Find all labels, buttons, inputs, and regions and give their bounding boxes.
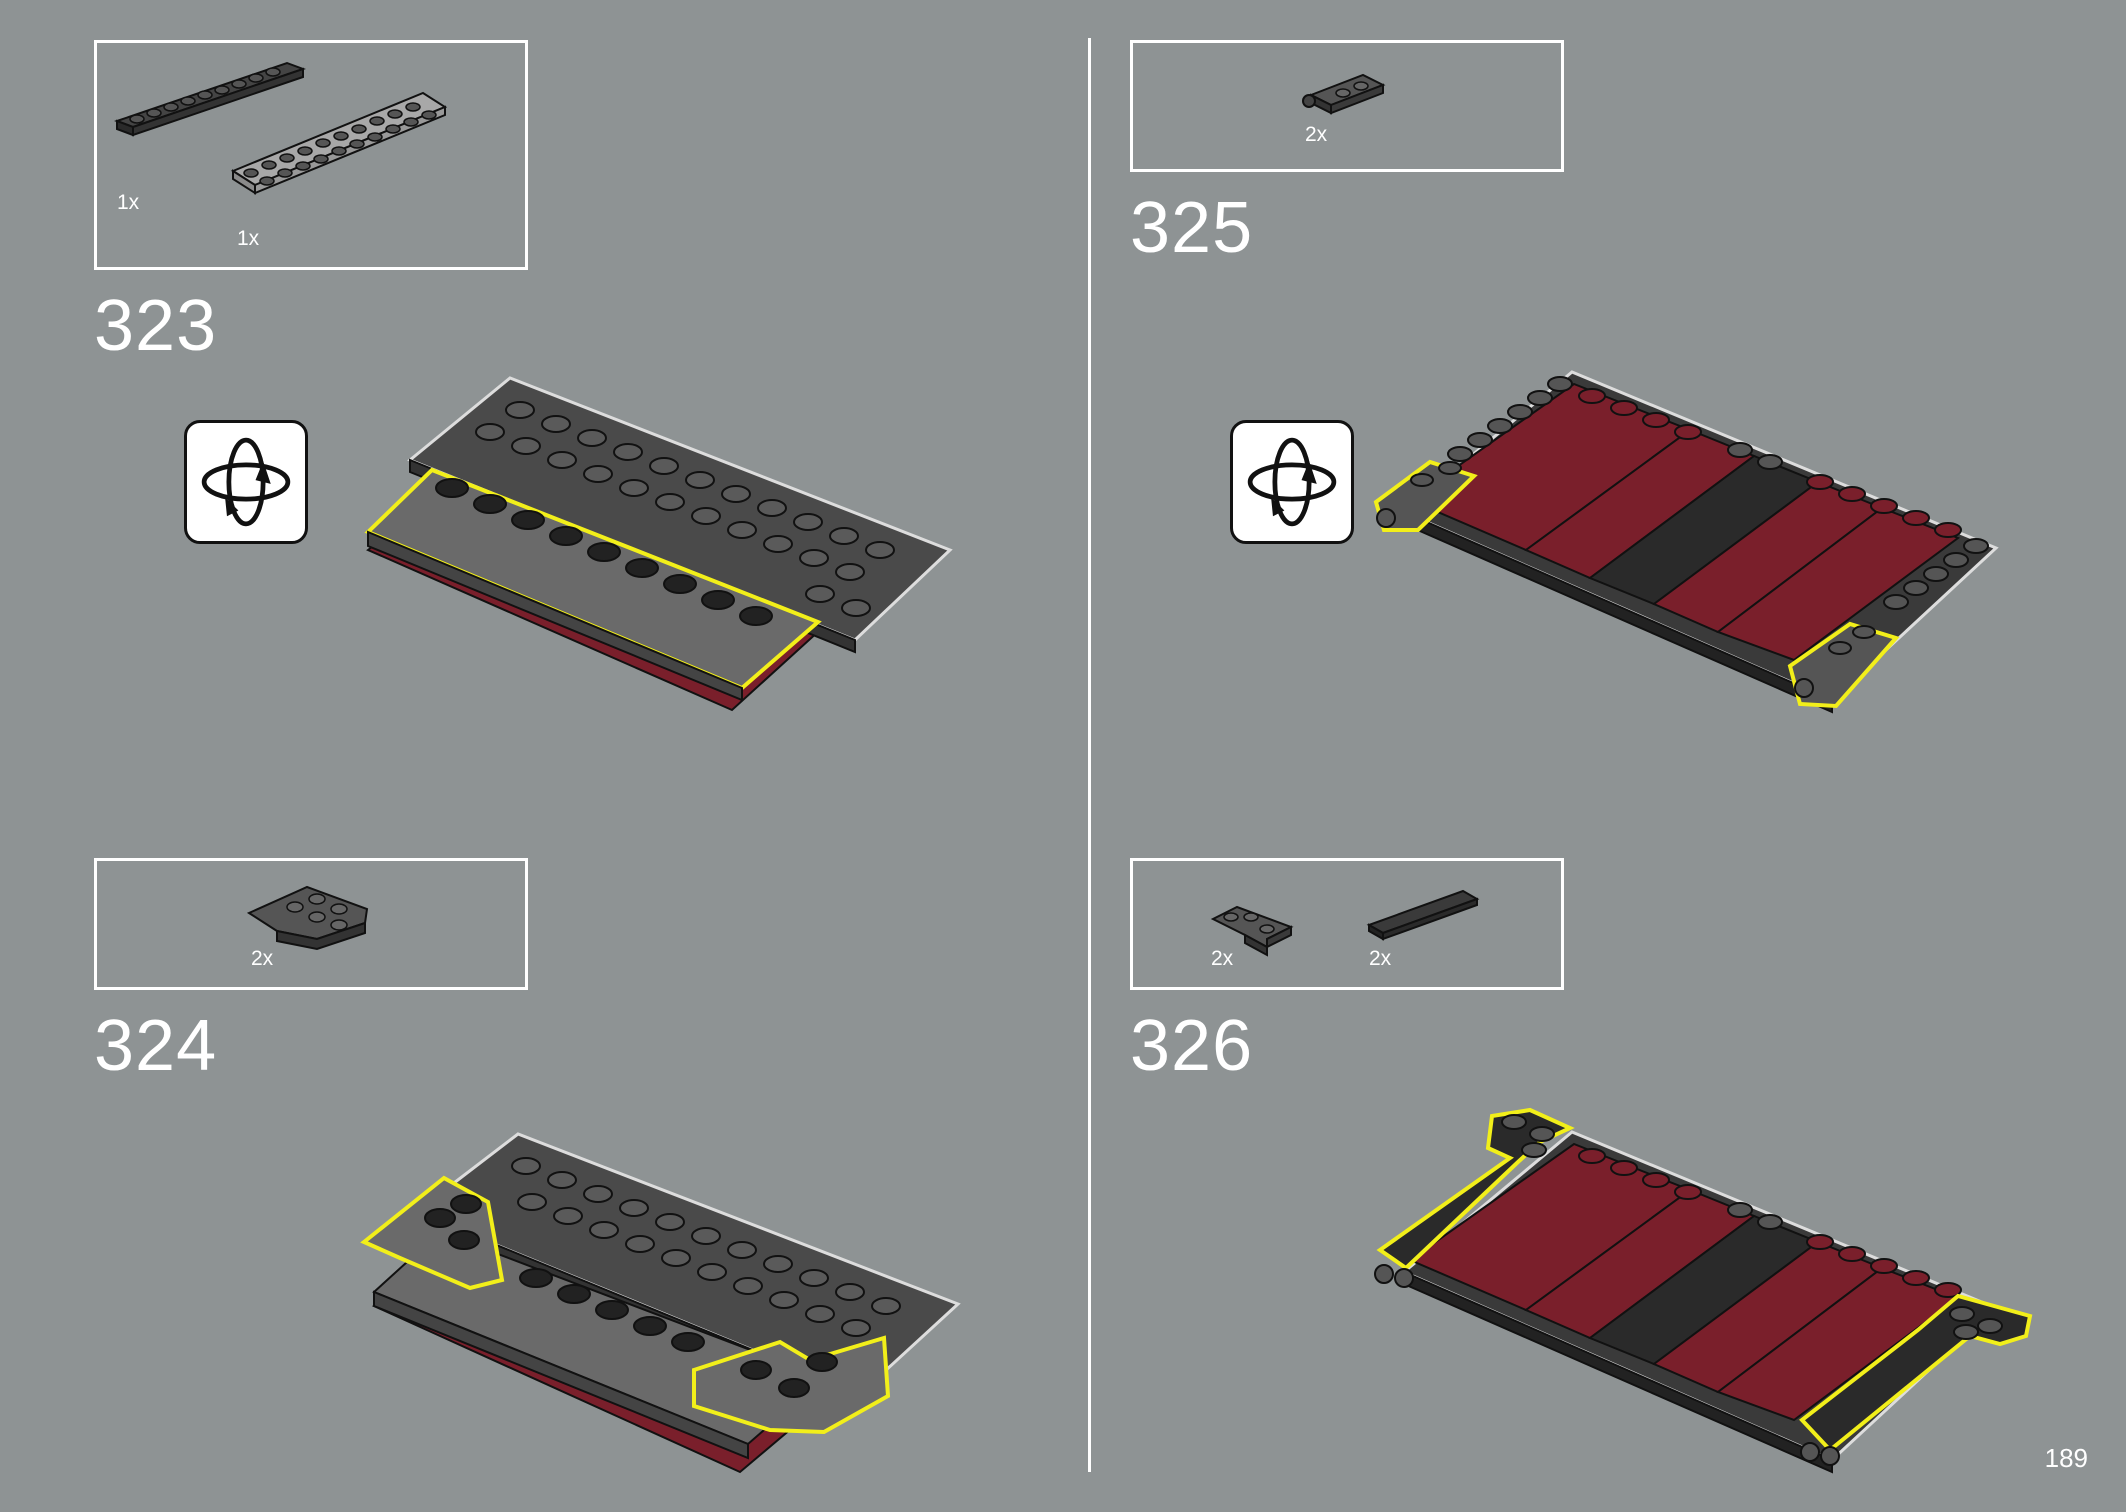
step-number-326: 326: [1130, 1006, 1254, 1086]
step-324-model: [360, 1132, 961, 1474]
dark-gray-1x6-tile-image: [1366, 889, 1480, 941]
dark-gray-1x10-plate-image: [114, 61, 306, 137]
parts-callout-324: 2x: [94, 858, 528, 990]
page-number: 189: [2044, 1443, 2088, 1473]
parts-callout-323: 1x 1x: [94, 40, 528, 270]
rotate-model-icon: [1230, 420, 1354, 544]
part-qty: 1x: [117, 191, 140, 214]
part-qty: 2x: [1369, 947, 1392, 970]
part-qty: 2x: [251, 947, 274, 970]
step-323-model: [364, 376, 953, 712]
parts-callout-326: 2x 2x: [1130, 858, 1564, 990]
step-325-model: [1373, 370, 1999, 714]
step-number-323: 323: [94, 286, 218, 366]
part-qty: 2x: [1211, 947, 1234, 970]
step-number-325: 325: [1130, 188, 1254, 268]
part-qty: 1x: [237, 227, 260, 250]
parts-callout-325: 2x: [1130, 40, 1564, 172]
step-326-model: [1374, 1107, 2033, 1474]
rotate-model-icon: [184, 420, 308, 544]
dark-gray-corner-plate-image: [1210, 905, 1294, 957]
light-gray-2x10-plate-image: [230, 91, 448, 195]
page-divider: [1088, 38, 1091, 1472]
dark-gray-clip-plate-image: [1302, 73, 1386, 115]
part-qty: 2x: [1305, 123, 1328, 146]
dark-gray-wedge-plate-image: [246, 885, 369, 951]
step-number-324: 324: [94, 1006, 218, 1086]
